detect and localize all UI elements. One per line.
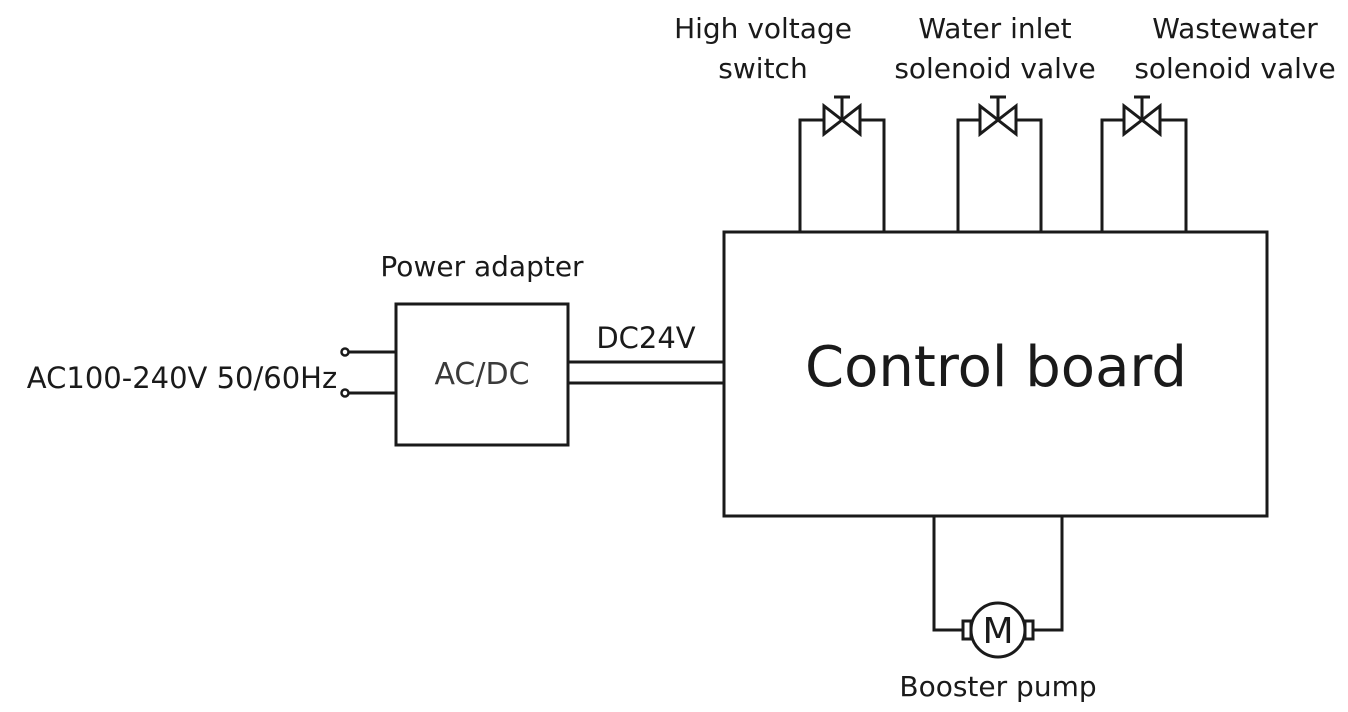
high-voltage-switch-label-line2: switch	[718, 52, 807, 85]
control-board-label: Control board	[805, 335, 1187, 400]
water-inlet-valve-label-line1: Water inlet	[918, 12, 1071, 45]
power-adapter-label: Power adapter	[380, 250, 584, 283]
wastewater-valve-label-line2: solenoid valve	[1134, 52, 1335, 85]
water-inlet-valve-circuit	[956, 95, 1043, 232]
dc-output-label: DC24V	[596, 321, 695, 355]
wastewater-valve-label-line1: Wastewater	[1152, 12, 1318, 45]
booster-pump-label: Booster pump	[899, 670, 1096, 703]
ac-input-terminals	[340, 347, 396, 398]
power-adapter-box	[394, 302, 570, 447]
wastewater-valve-circuit	[1100, 95, 1188, 232]
input-voltage-label: AC100-240V 50/60Hz	[27, 361, 337, 395]
motor-symbol: M	[982, 611, 1013, 652]
booster-pump-circuit	[932, 516, 1064, 659]
high-voltage-switch-label-line1: High voltage	[674, 12, 852, 45]
water-inlet-valve-label-line2: solenoid valve	[894, 52, 1095, 85]
high-voltage-switch-circuit	[798, 95, 886, 232]
control-board-box	[722, 230, 1269, 518]
adapter-function-label: AC/DC	[434, 357, 529, 392]
motor-icon	[969, 601, 1027, 659]
dc-output-lines	[568, 360, 724, 385]
